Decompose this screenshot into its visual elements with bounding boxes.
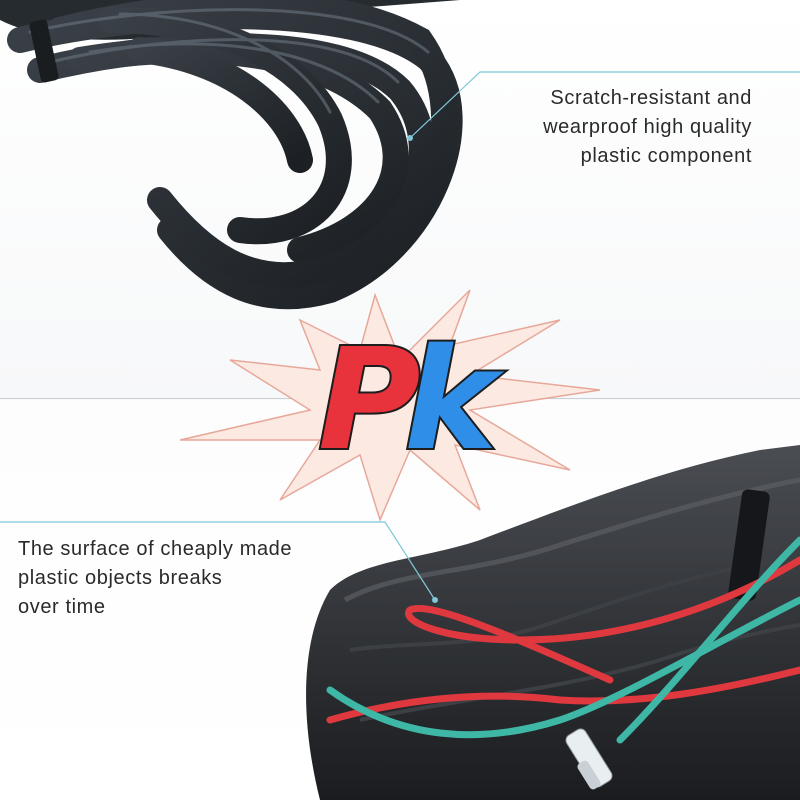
- quality-caption-line: Scratch-resistant and: [550, 87, 752, 109]
- leader-line-bottom: [0, 521, 436, 601]
- versus-burst: [179, 289, 601, 523]
- quality-caption-line: wearproof high quality: [543, 116, 752, 138]
- cheap-caption: The surface of cheaply made plastic obje…: [18, 535, 358, 622]
- quality-caption-line: plastic component: [580, 145, 752, 167]
- cheap-caption-line: The surface of cheaply made: [18, 538, 293, 560]
- quality-caption: Scratch-resistant and wearproof high qua…: [452, 84, 752, 171]
- leader-line-top: [409, 71, 800, 139]
- coiled-cable-quality: [0, 0, 463, 310]
- worn-cable-cheap: [306, 445, 800, 800]
- cheap-caption-line: plastic objects breaks: [18, 567, 223, 589]
- cheap-caption-line: over time: [18, 596, 106, 618]
- wire-connector: [565, 728, 613, 790]
